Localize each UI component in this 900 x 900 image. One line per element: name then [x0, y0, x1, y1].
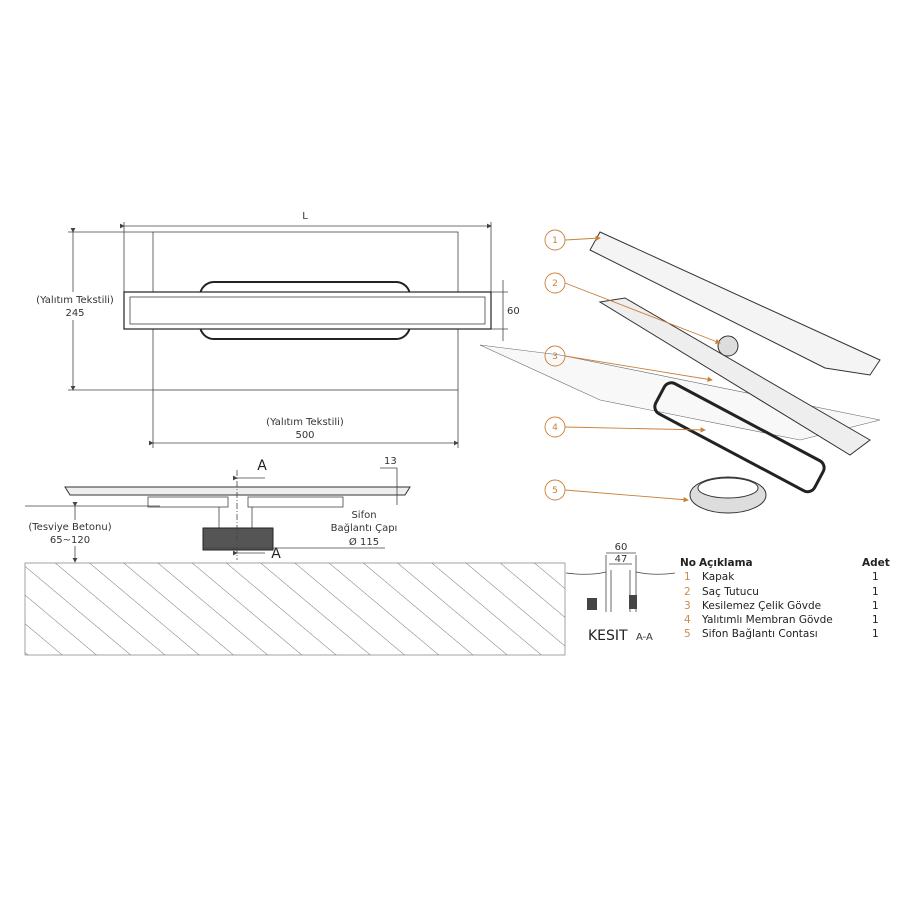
table-row: 4 Yalıtımlı Membran Gövde 1	[684, 614, 879, 626]
svg-text:1: 1	[684, 571, 691, 583]
svg-text:3: 3	[552, 352, 558, 362]
section-subtitle: A-A	[636, 632, 653, 643]
textile-width-value: 245	[65, 308, 84, 319]
flange-height-value: 13	[384, 456, 397, 467]
table-row: 1 Kapak 1	[684, 571, 879, 583]
callout-2: 2	[544, 272, 721, 344]
section-mark-bottom: A	[271, 546, 281, 562]
channel-width-value: 60	[507, 306, 520, 317]
siphon-gasket	[202, 527, 274, 551]
header-no: No	[680, 557, 696, 569]
callout-1: 1	[544, 229, 601, 251]
section-inner-width: 47	[615, 554, 628, 565]
callout-3: 3	[544, 345, 713, 382]
section-outer-width: 60	[615, 542, 628, 553]
svg-text:5: 5	[684, 628, 691, 640]
table-row: 3 Kesilemez Çelik Gövde 1	[684, 600, 879, 612]
exploded-view: 1 2 3 4 5	[479, 229, 881, 514]
section-a-a: 60 47 KESIT A-A	[565, 542, 676, 644]
svg-text:3: 3	[684, 600, 691, 612]
svg-text:1: 1	[872, 614, 879, 626]
svg-text:2: 2	[552, 279, 558, 289]
svg-text:1: 1	[872, 628, 879, 640]
section-title: KESIT	[588, 628, 628, 644]
cover-part	[589, 231, 881, 376]
channel-body	[598, 297, 871, 456]
textile-width-label: (Yalıtım Tekstili)	[36, 295, 114, 306]
table-row: 5 Sifon Bağlantı Contası 1	[684, 628, 879, 640]
table-row: 2 Saç Tutucu 1	[684, 586, 879, 598]
siphon-label-2: Bağlantı Çapı	[331, 522, 398, 534]
header-qty: Adet	[862, 557, 890, 569]
svg-text:1: 1	[872, 600, 879, 612]
screed-value: 65~120	[50, 535, 90, 546]
top-view: L (Yalıtım Tekstili) 245 60 (Yalıtım Tek…	[36, 211, 520, 448]
svg-text:Kesilemez Çelik Gövde: Kesilemez Çelik Gövde	[702, 600, 821, 612]
membrane-frame-part	[653, 381, 826, 494]
textile-length-label: (Yalıtım Tekstili)	[266, 417, 344, 428]
svg-text:4: 4	[684, 614, 691, 626]
hair-trap	[717, 335, 739, 357]
drain-channel	[123, 291, 492, 330]
svg-text:Sifon Bağlantı Contası: Sifon Bağlantı Contası	[702, 628, 818, 640]
siphon-label-1: Sifon	[351, 510, 376, 521]
screed-label: (Tesviye Betonu)	[28, 522, 111, 533]
textile-length-value: 500	[295, 430, 314, 441]
header-description: Açıklama	[699, 557, 753, 569]
svg-text:Saç Tutucu: Saç Tutucu	[702, 586, 759, 598]
svg-text:2: 2	[684, 586, 691, 598]
svg-text:Kapak: Kapak	[702, 571, 735, 583]
siphon-diameter: Ø 115	[349, 536, 379, 548]
svg-text:Yalıtımlı Membran Gövde: Yalıtımlı Membran Gövde	[701, 614, 833, 626]
svg-text:4: 4	[552, 423, 558, 433]
side-view: A A 13 (Tesviye Betonu) 65~120 Sifon Bağ…	[24, 456, 566, 656]
section-mark-top: A	[257, 458, 267, 474]
concrete-floor	[24, 562, 566, 656]
svg-text:1: 1	[872, 571, 879, 583]
svg-text:5: 5	[552, 486, 558, 496]
callout-5: 5	[544, 479, 689, 503]
svg-text:1: 1	[872, 586, 879, 598]
length-label: L	[302, 211, 308, 222]
svg-text:1: 1	[552, 236, 558, 246]
callout-4: 4	[544, 416, 706, 438]
